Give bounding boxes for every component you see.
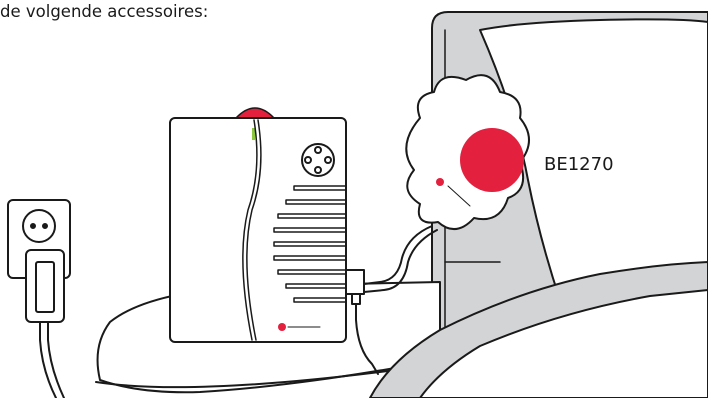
button-cable	[364, 226, 432, 284]
power-adapter-icon	[26, 250, 64, 398]
product-code-label: BE1270	[544, 154, 614, 175]
header-text: de volgende accessoires:	[0, 2, 208, 21]
speaker-icon	[302, 144, 334, 176]
alarm-receiver-device	[170, 108, 346, 342]
